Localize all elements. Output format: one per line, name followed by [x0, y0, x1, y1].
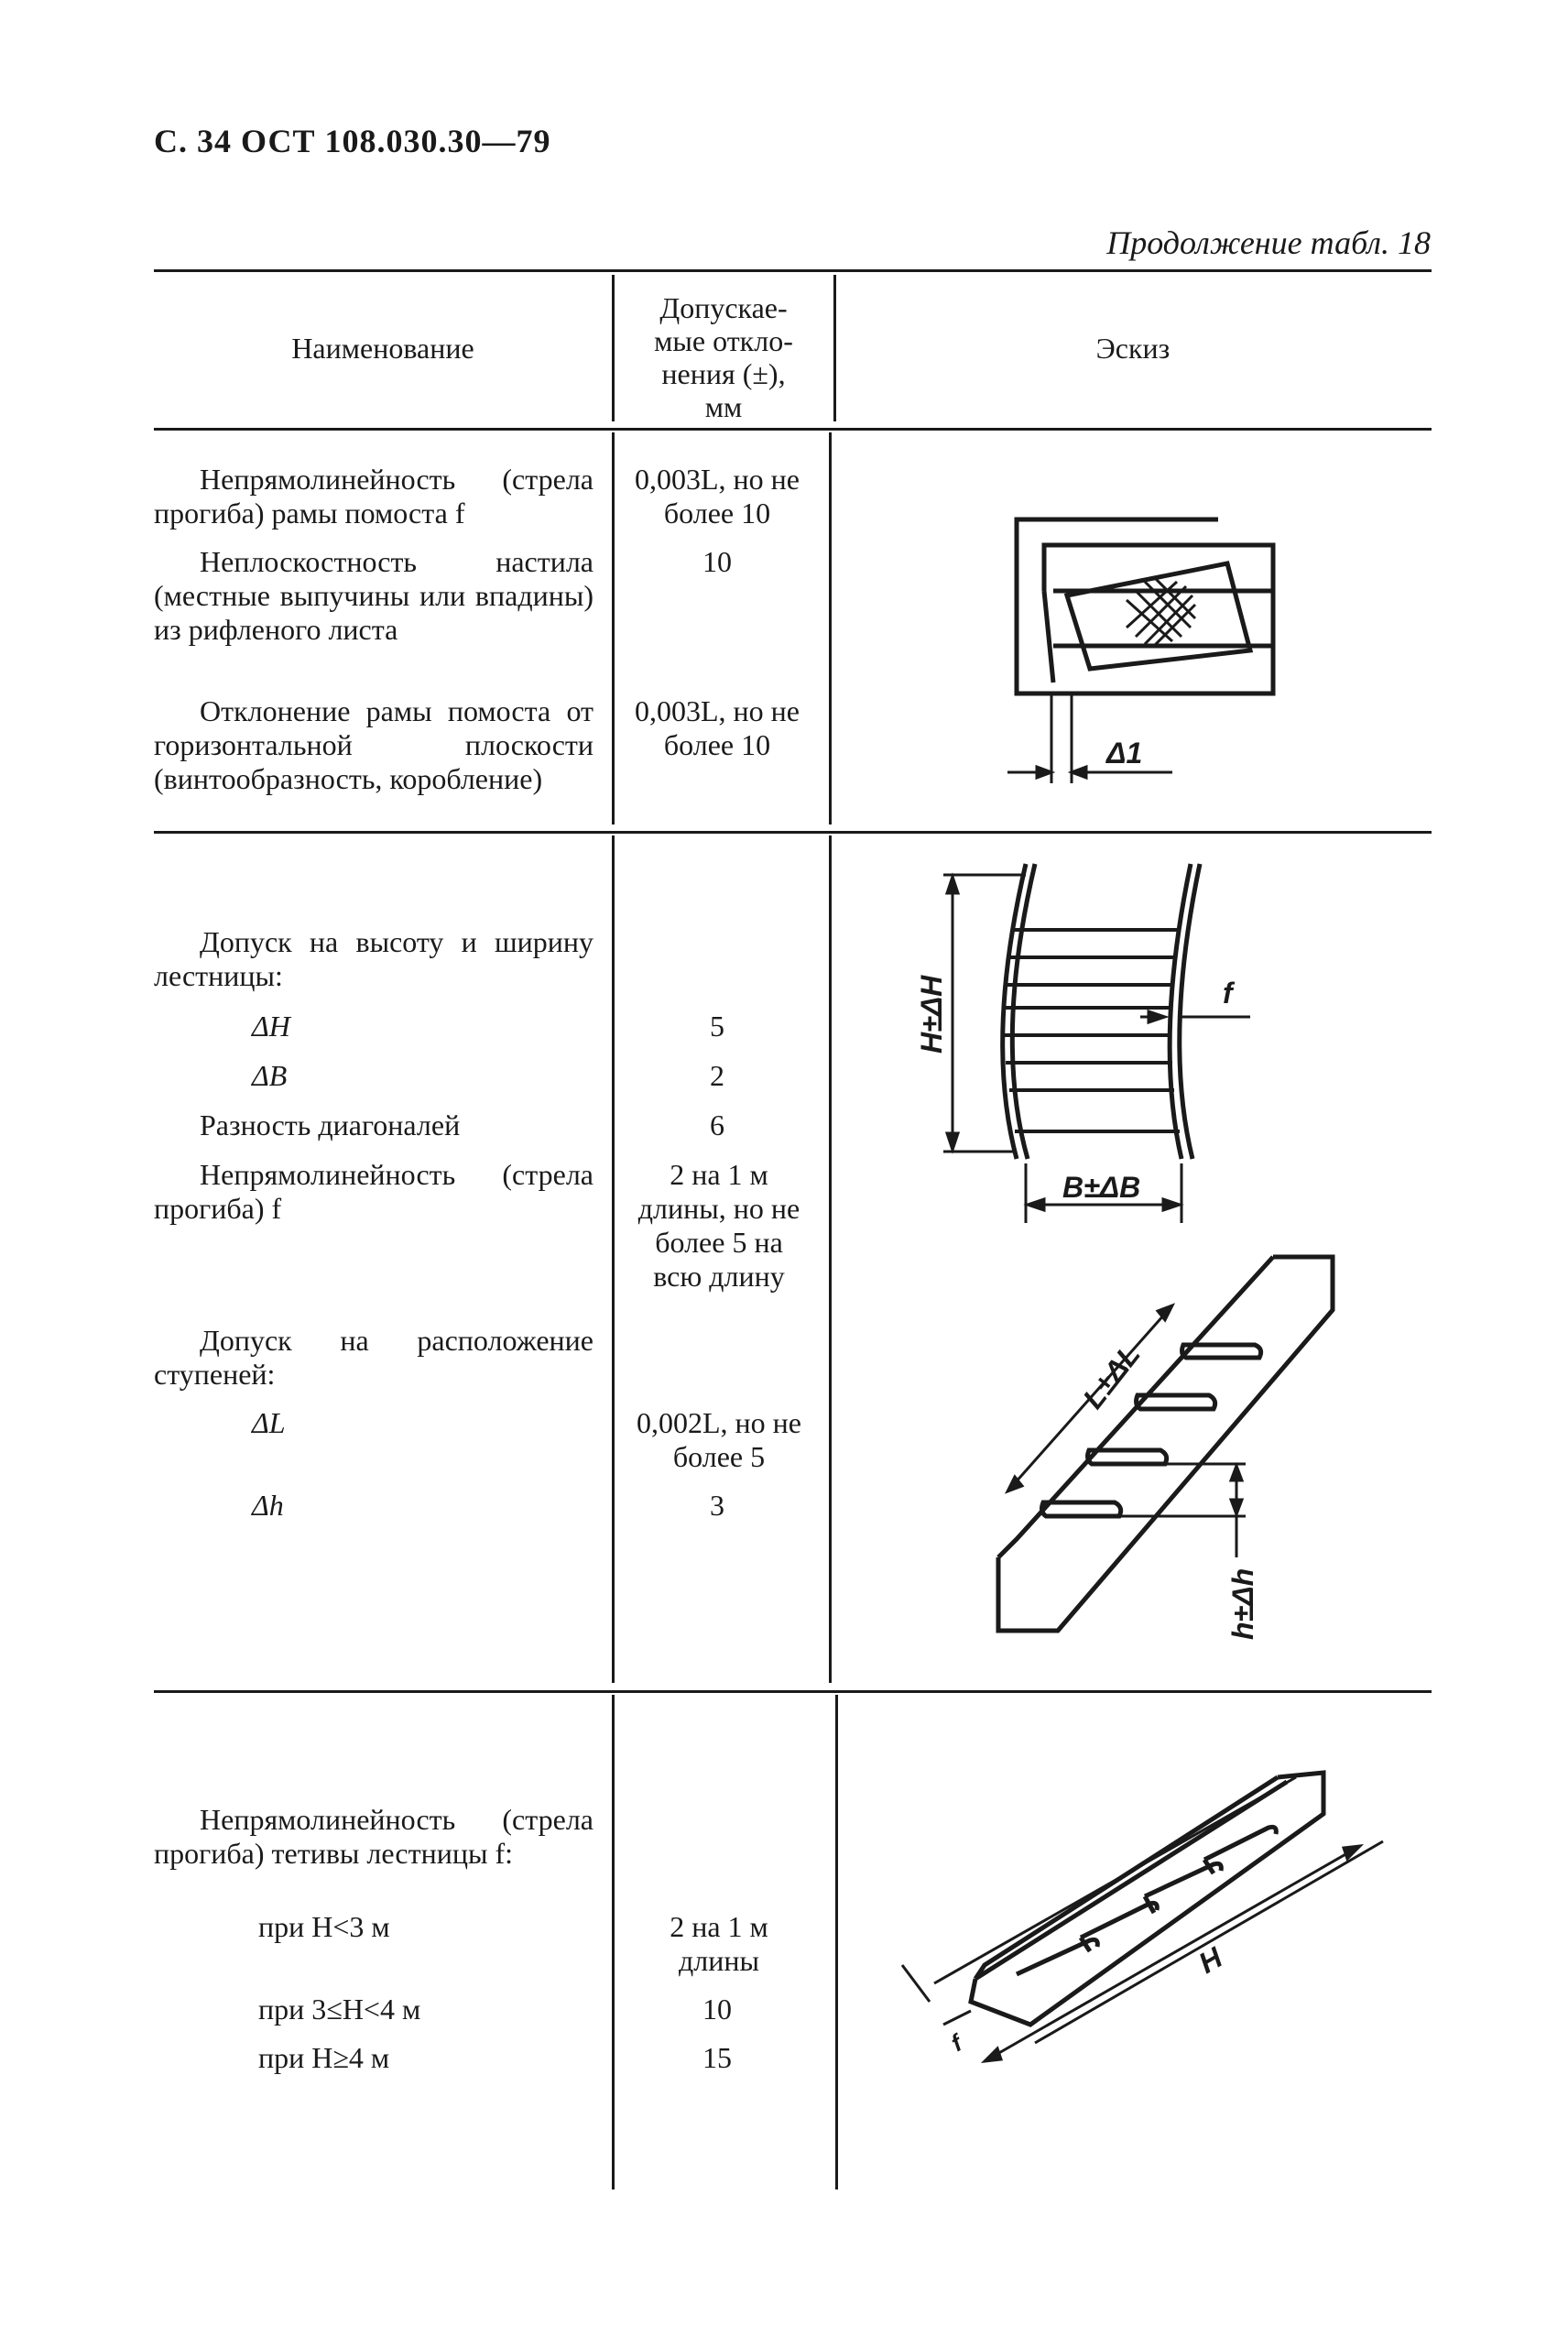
row-name: ΔH [252, 1010, 290, 1043]
col-header-name: Наименование [291, 332, 474, 365]
row-name: ΔL [252, 1406, 286, 1439]
col-divider [612, 432, 615, 824]
sketch-label-height: H±ΔH [915, 975, 948, 1054]
row-value: 0,002L, но не более 5 [637, 1406, 801, 1473]
row-value: 3 [710, 1489, 724, 1522]
header-bottom-rule [154, 428, 1432, 431]
row-value: 2 на 1 м длины, но не более 5 на всю дли… [637, 1158, 800, 1293]
sketch-label-width: B±ΔB [1062, 1171, 1140, 1204]
ladder-front-sketch: H±ΔH B±ΔB f [915, 863, 1250, 1223]
row-name: Δh [252, 1489, 284, 1522]
row-name: Отклонение рамы помоста от горизонтально… [154, 694, 593, 795]
row-value: 5 [710, 1010, 724, 1043]
col-divider [833, 275, 836, 421]
row-value: 2 [710, 1059, 724, 1092]
row-name: Непрямолинейность (стрела прогиба) f [154, 1158, 593, 1225]
col-divider [829, 835, 832, 1683]
col-header-sketch: Эскиз [1095, 332, 1171, 365]
row-name: при 3≤H<4 м [258, 1993, 421, 2026]
sketch-label-deflection: f [946, 2028, 969, 2057]
intro-text: Допуск на высоту и ширину лестницы: [154, 925, 593, 992]
sketch-label-height: H [1193, 1940, 1229, 1980]
row-value: 10 [702, 1993, 732, 2026]
row-value: 6 [710, 1108, 724, 1141]
intro-text: Допуск на расположение ступеней: [154, 1324, 593, 1391]
section1-bottom-rule [154, 831, 1432, 834]
page-header: С. 34 ОСТ 108.030.30—79 [154, 123, 551, 159]
row-name: ΔB [252, 1059, 288, 1092]
row-name: при H≥4 м [258, 2041, 390, 2074]
sketch-label-delta1: Δ1 [1105, 737, 1142, 770]
section2-bottom-rule [154, 1690, 1432, 1693]
row-value: 0,003L, но не более 10 [635, 463, 800, 530]
col-divider [612, 1695, 615, 2189]
row-name: Разность диагоналей [200, 1108, 461, 1141]
intro-text: Непрямолинейность (стрела прогиба) тетив… [154, 1803, 593, 1870]
col-divider [835, 1695, 838, 2189]
platform-sketch: Δ1 [1007, 517, 1276, 783]
col-header-tolerance: Допускае- мые откло- нения (±), мм [654, 291, 793, 423]
stringer-sketch: H f [900, 1770, 1384, 2063]
col-divider [829, 432, 832, 824]
sketch-label-step: h±Δh [1226, 1568, 1259, 1640]
table-caption: Продолжение табл. 18 [1106, 224, 1431, 261]
row-value: 15 [702, 2041, 732, 2074]
col-divider [612, 835, 615, 1683]
table-top-rule [154, 269, 1432, 272]
row-value: 2 на 1 м длины [670, 1910, 768, 1977]
row-value: 0,003L, но не более 10 [635, 694, 800, 761]
row-name: Неплоскостность настила (местные выпучин… [154, 545, 593, 646]
sketch-label-deflection: f [1223, 977, 1236, 1010]
row-name: при H<3 м [258, 1910, 390, 1943]
ladder-side-sketch: L±ΔL h±Δh [996, 1254, 1335, 1640]
col-divider [612, 275, 615, 421]
row-name: Непрямолинейность (стрела прогиба) рамы … [154, 463, 593, 530]
row-value: 10 [702, 545, 732, 578]
